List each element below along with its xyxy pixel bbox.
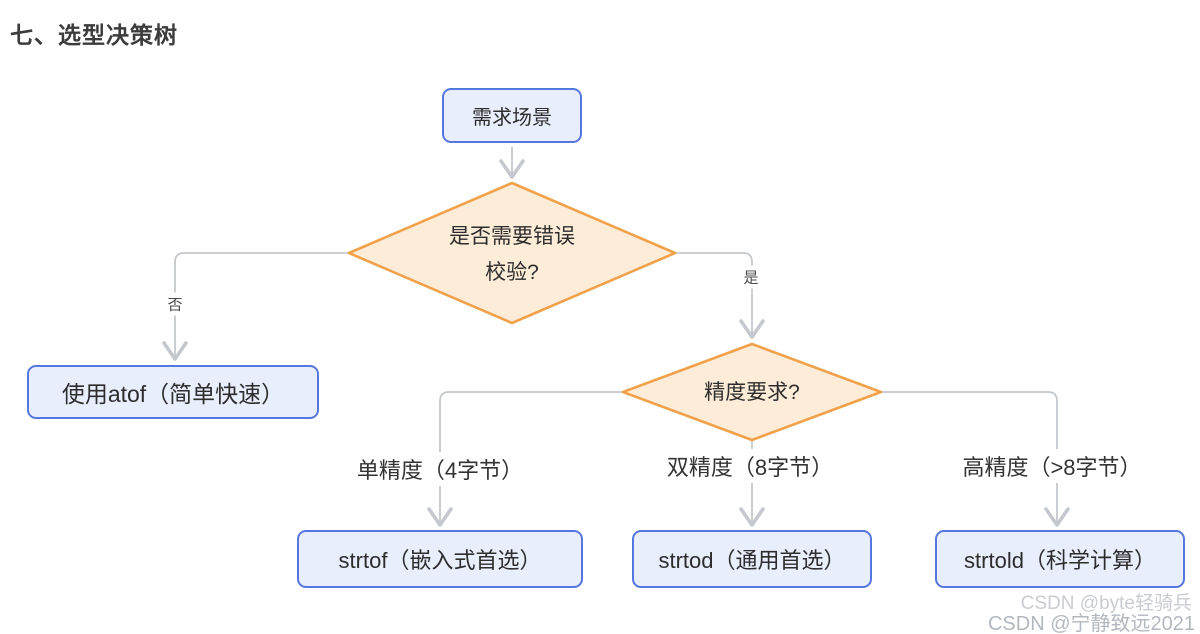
strtof-result-label: strtof（嵌入式首选） — [338, 548, 542, 573]
strtold-result-label: strtold（科学计算） — [964, 548, 1156, 573]
edge-label-no: 否 — [162, 292, 188, 316]
precision-diamond — [621, 342, 883, 442]
atof-result-node: 使用atof（简单快速） — [27, 365, 319, 419]
connector-precision-high-branch — [882, 391, 1070, 527]
edge-label-single-precision: 单精度（4字节） — [351, 452, 529, 486]
start-node: 需求场景 — [442, 88, 582, 143]
edge-label-double-precision: 双精度（8字节） — [661, 449, 839, 483]
watermark-ningjing: CSDN @宁静致远2021 — [987, 613, 1195, 634]
atof-result-label: 使用atof（简单快速） — [61, 381, 285, 407]
edge-label-yes: 是 — [738, 265, 764, 289]
connector-error-yes-branch — [676, 252, 765, 339]
error-check-diamond-label: 是否需要错误 校验? — [449, 225, 575, 284]
page-title: 七、选型决策树 — [10, 22, 178, 48]
start-node-label: 需求场景 — [472, 107, 552, 129]
connector-precision-single-branch — [427, 391, 622, 527]
strtod-result-label: strtod（通用首选） — [658, 548, 846, 573]
strtof-result-node: strtof（嵌入式首选） — [297, 530, 583, 588]
edge-label-high-precision: 高精度（>8字节） — [957, 449, 1147, 483]
strtod-result-node: strtod（通用首选） — [632, 530, 872, 588]
strtold-result-node: strtold（科学计算） — [935, 530, 1185, 588]
precision-diamond-label: 精度要求? — [704, 381, 800, 404]
connector-error-no-branch — [162, 252, 348, 361]
watermark-byte: CSDN @byte轻骑兵 — [1020, 593, 1192, 614]
error-check-diamond — [347, 181, 677, 325]
